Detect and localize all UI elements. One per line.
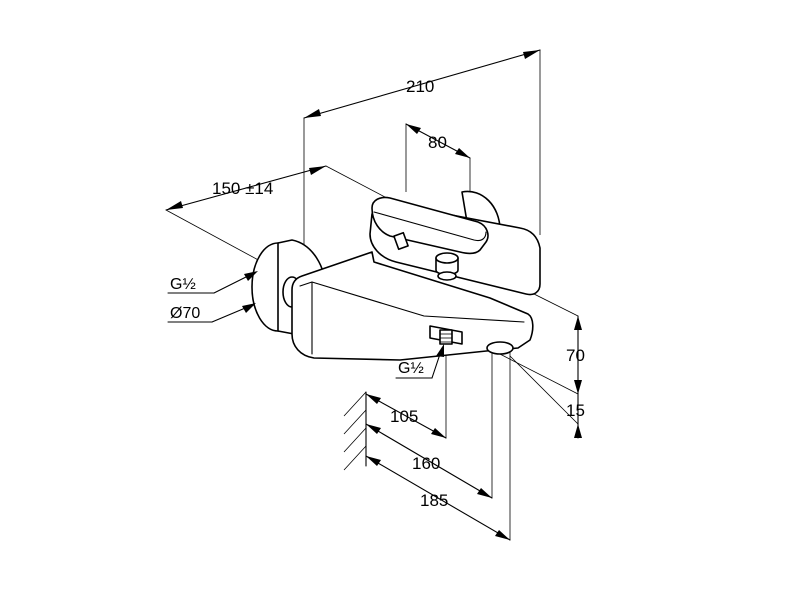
mixer-body	[291, 251, 534, 361]
diverter-knob-top	[435, 252, 459, 264]
hatch-stroke	[343, 445, 367, 471]
dimension-line-150	[165, 165, 327, 211]
arrow-160-right	[477, 488, 492, 498]
arrow-105-left	[366, 394, 381, 404]
extension-line-150-left	[165, 209, 263, 263]
dimension-text-185: 185	[420, 491, 448, 510]
dimension-text-160: 160	[412, 454, 440, 473]
wall-hatch	[343, 391, 367, 471]
spout-aerator	[486, 341, 514, 355]
dimension-text-15: 15	[566, 401, 585, 420]
arrow-wall-thread	[244, 271, 258, 281]
outlet-thread	[439, 329, 453, 345]
dimension-line-105	[365, 393, 447, 439]
dimension-texts: 210 80 150 ±14 70 15 105 160 185 G½ Ø70 …	[170, 77, 585, 510]
arrow-210-right	[523, 50, 540, 59]
hatch-stroke	[343, 391, 367, 417]
faucet	[251, 190, 541, 361]
lever-handle	[371, 196, 489, 255]
leader-wall-thread	[213, 273, 253, 294]
lever-handle-edge	[373, 211, 487, 242]
label-wall-thread: G½	[170, 276, 196, 293]
arrow-80-right	[455, 148, 470, 158]
arrow-15-bottom	[574, 424, 582, 438]
dimension-text-150: 150 ±14	[212, 179, 273, 198]
lever-handle-notch	[393, 231, 409, 251]
arrow-185-right	[495, 530, 510, 540]
label-outlet-thread: G½	[398, 360, 424, 377]
arrow-outlet-thread	[436, 344, 444, 357]
label-leaders	[167, 271, 444, 379]
arrow-diameter	[242, 303, 256, 313]
dimension-text-70: 70	[566, 346, 585, 365]
arrow-185-left	[366, 456, 381, 466]
dimension-line-160	[365, 423, 493, 499]
arrow-210-left	[304, 109, 321, 118]
dimension-text-80: 80	[428, 133, 447, 152]
body-top-edge	[299, 281, 525, 323]
dimension-lines	[165, 49, 582, 541]
arrow-80-left	[406, 124, 421, 134]
extension-line-15-bottom	[509, 355, 579, 425]
diverter-knob-base	[437, 271, 457, 281]
arrow-70-bottom	[574, 380, 582, 394]
arrow-150-left	[166, 201, 183, 210]
hatch-stroke	[343, 427, 367, 453]
arrow-150-right	[309, 166, 326, 175]
label-escutcheon-diameter: Ø70	[170, 305, 200, 322]
hatch-stroke	[343, 409, 367, 435]
dimension-text-210: 210	[406, 77, 434, 96]
dimension-line-210	[303, 49, 541, 119]
dimension-line-185	[365, 455, 511, 541]
dimension-text-105: 105	[390, 407, 418, 426]
arrow-70-top	[574, 316, 582, 330]
arrow-105-right	[431, 428, 446, 438]
arrow-160-left	[366, 424, 381, 434]
